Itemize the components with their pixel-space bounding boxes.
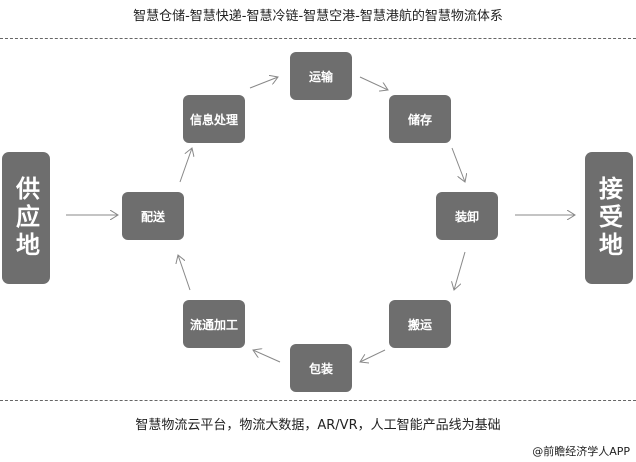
node-information: 信息处理: [183, 95, 245, 143]
arrow: [178, 255, 191, 291]
node-loading: 装卸: [436, 192, 498, 240]
arrow: [359, 76, 388, 90]
arrow: [249, 77, 278, 89]
credit-text: @前瞻经济学人APP: [532, 445, 630, 458]
destination-box: 接受地: [585, 152, 633, 284]
bottom-divider: [0, 400, 636, 401]
arrow: [179, 148, 192, 183]
top-divider: [0, 38, 636, 39]
arrow: [454, 251, 466, 290]
basis-text: 智慧物流云平台，物流大数据，AR/VR，人工智能产品线为基础: [135, 418, 501, 433]
arrow: [360, 349, 386, 362]
node-packaging: 包装: [290, 344, 352, 392]
source-box: 供应地: [2, 152, 50, 284]
node-storage: 储存: [389, 95, 451, 143]
diagram-title: 智慧仓储-智慧快递-智慧冷链-智慧空港-智慧港航的智慧物流体系: [133, 9, 503, 24]
arrow: [451, 147, 465, 182]
arrow: [253, 350, 281, 363]
node-handling: 搬运: [389, 300, 451, 348]
node-distribution: 配送: [122, 192, 184, 240]
node-transport: 运输: [290, 52, 352, 100]
node-processing: 流通加工: [183, 300, 245, 348]
